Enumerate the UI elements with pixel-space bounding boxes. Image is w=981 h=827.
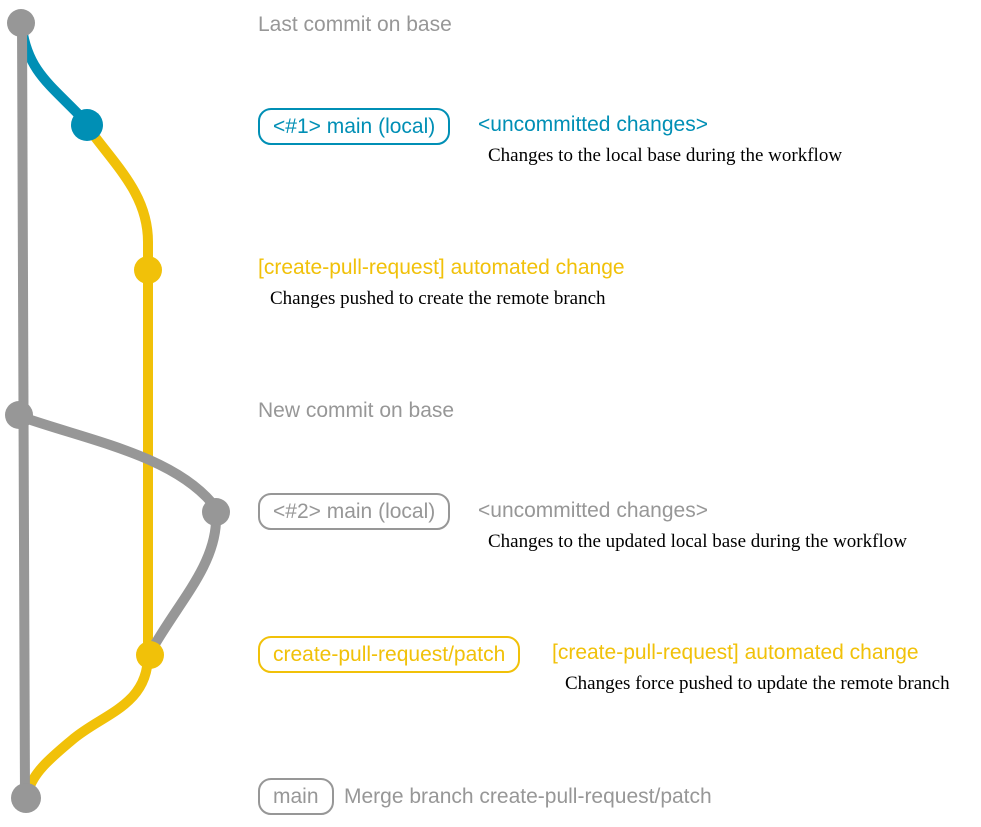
branch-line-local-1 — [17, 23, 88, 124]
branch-tag-patch: create-pull-request/patch — [258, 636, 521, 673]
commit-message-automated-2: [create-pull-request] automated change — [552, 641, 919, 664]
branch-line-patch — [23, 124, 153, 797]
commit-note-automated-2: Changes force pushed to update the remot… — [565, 673, 950, 694]
commit-note-uncommitted-2: Changes to the updated local base during… — [488, 531, 907, 552]
branch-line-local-2-merge — [149, 517, 221, 651]
commit-note-automated-1: Changes pushed to create the remote bran… — [270, 288, 606, 309]
commit-message-uncommitted-2: <uncommitted changes> — [478, 499, 708, 522]
commit-dot-new-base — [5, 401, 33, 429]
commit-dot-merge — [11, 783, 41, 813]
commit-dot-local-2 — [202, 498, 230, 526]
commit-dot-patch-2 — [136, 641, 164, 669]
commit-message-merge: Merge branch create-pull-request/patch — [344, 785, 712, 808]
git-graph — [5, 9, 230, 813]
new-commit-label: New commit on base — [258, 399, 455, 422]
branch-tag-main-local-2: <#2> main (local) — [258, 493, 451, 530]
commit-message-uncommitted-1: <uncommitted changes> — [478, 113, 708, 136]
commit-dot-local-1 — [71, 109, 103, 141]
commit-note-uncommitted-1: Changes to the local base during the wor… — [488, 145, 843, 166]
branch-line-local-2 — [20, 413, 217, 508]
commit-message-automated-1: [create-pull-request] automated change — [258, 256, 625, 279]
commit-dot-last-base — [7, 9, 35, 37]
last-commit-label: Last commit on base — [258, 13, 452, 36]
commit-dot-patch-1 — [134, 256, 162, 284]
branch-tag-main-local-1: <#1> main (local) — [258, 108, 451, 145]
branch-tag-main: main — [258, 778, 334, 815]
